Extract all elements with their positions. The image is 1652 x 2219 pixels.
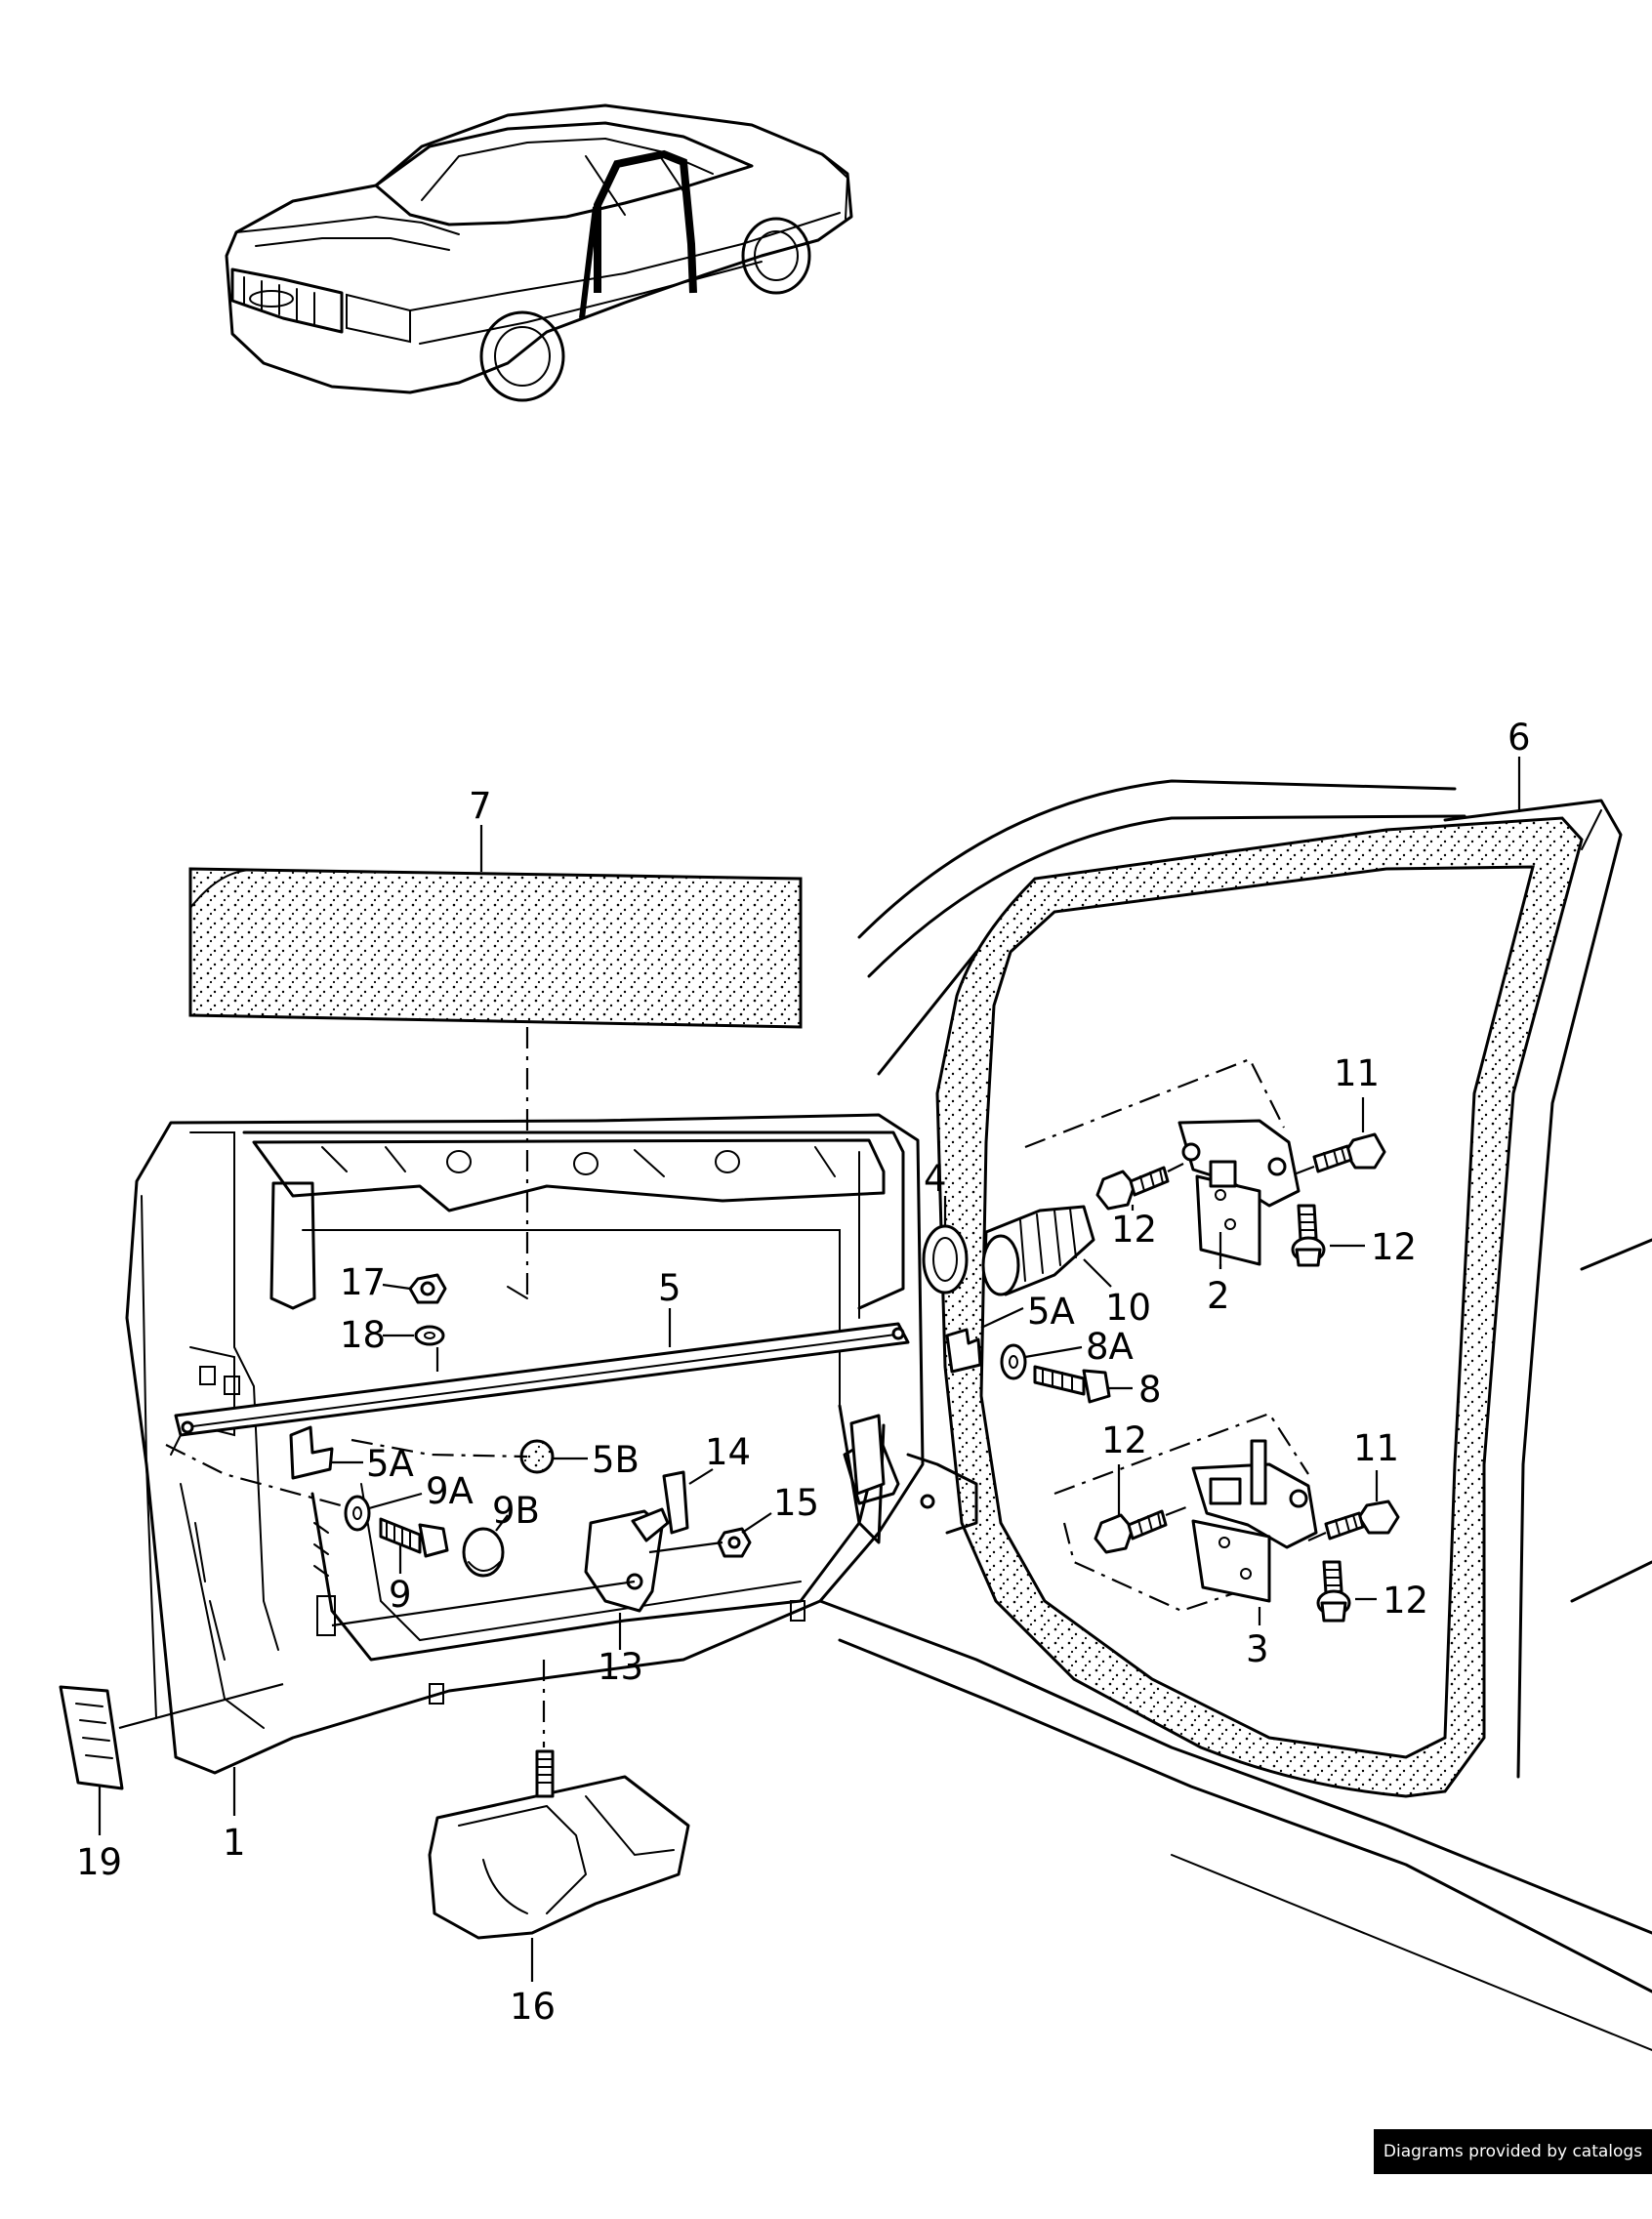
callout-4: 4 (924, 1158, 947, 1200)
callout-5: 5 (658, 1267, 681, 1309)
callout-17: 17 (340, 1261, 386, 1303)
callout-12-lower-right: 12 (1383, 1580, 1428, 1622)
label-sticker-item-19 (59, 1682, 284, 1835)
callout-12-upper-right: 12 (1371, 1226, 1417, 1268)
washer-item-18 (383, 1325, 445, 1372)
callout-2: 2 (1207, 1275, 1230, 1317)
parts-diagram: 1 2 3 4 5 5A 5A 5B 6 7 8 8A 9 9A 9B 10 1… (59, 103, 1652, 2051)
lower-hinge-item-3 (1053, 1412, 1318, 1625)
callout-18: 18 (340, 1314, 386, 1356)
callout-14: 14 (705, 1431, 751, 1473)
nut-item-15 (648, 1512, 772, 1558)
callout-15: 15 (773, 1482, 819, 1524)
washer-item-8A (1000, 1343, 1083, 1380)
callout-6: 6 (1507, 717, 1531, 759)
car-overview-illustration (225, 103, 853, 402)
callout-8A: 8A (1086, 1326, 1134, 1368)
door-check-item-13 (331, 1507, 670, 1650)
bolt-12-upper-left (1095, 1163, 1184, 1211)
pad-item-14 (662, 1468, 714, 1535)
callout-5B: 5B (592, 1439, 640, 1481)
bolt-11-upper (1288, 1097, 1386, 1178)
plug-item-9B (462, 1514, 509, 1578)
callout-1: 1 (223, 1822, 246, 1864)
clip-5A-left (289, 1425, 363, 1480)
callout-19: 19 (76, 1841, 122, 1883)
grommet-item-10 (981, 1205, 1112, 1296)
callout-3: 3 (1246, 1628, 1269, 1670)
grommet-item-4 (922, 1196, 969, 1294)
callout-8: 8 (1138, 1369, 1162, 1411)
callout-10: 10 (1105, 1287, 1151, 1329)
bolt-12-lower-left (1094, 1464, 1192, 1554)
callout-12-lower-left: 12 (1101, 1419, 1147, 1461)
callout-5A-right: 5A (1027, 1291, 1075, 1333)
regulator-item-16 (428, 1660, 690, 1982)
bolt-12-upper-right (1291, 1204, 1365, 1267)
callout-9: 9 (389, 1574, 412, 1616)
callout-9B: 9B (492, 1490, 540, 1532)
bolt-item-8 (1033, 1365, 1133, 1404)
nut-item-17 (382, 1273, 447, 1304)
callout-13: 13 (598, 1646, 643, 1688)
callout-11-lower: 11 (1353, 1427, 1399, 1469)
washer-item-9A (344, 1492, 423, 1532)
upper-hinge-item-2 (1024, 1057, 1301, 1269)
window-channel-item-5 (170, 1308, 910, 1456)
bolt-12-lower-right (1316, 1560, 1377, 1623)
bolt-11-lower (1307, 1470, 1400, 1542)
attribution-badge: Diagrams provided by catalogs parts (1374, 2129, 1652, 2206)
plug-5B (519, 1439, 588, 1474)
body-pillar-door-opening (818, 779, 1652, 2051)
callout-9A: 9A (426, 1470, 474, 1512)
callout-7: 7 (469, 785, 492, 827)
insulation-sheet-item-7 (188, 825, 803, 1299)
bolt-item-9 (379, 1517, 449, 1574)
clip-5A-right (945, 1307, 1024, 1374)
callout-labels: 1 2 3 4 5 5A 5A 5B 6 7 8 8A 9 9A 9B 10 1… (76, 717, 1531, 2028)
door-shell (125, 1113, 925, 1775)
callout-11-upper: 11 (1334, 1052, 1380, 1094)
callout-5A-left: 5A (366, 1443, 414, 1485)
callout-12-upper-left: 12 (1111, 1209, 1157, 1251)
callout-16: 16 (510, 1986, 556, 2028)
